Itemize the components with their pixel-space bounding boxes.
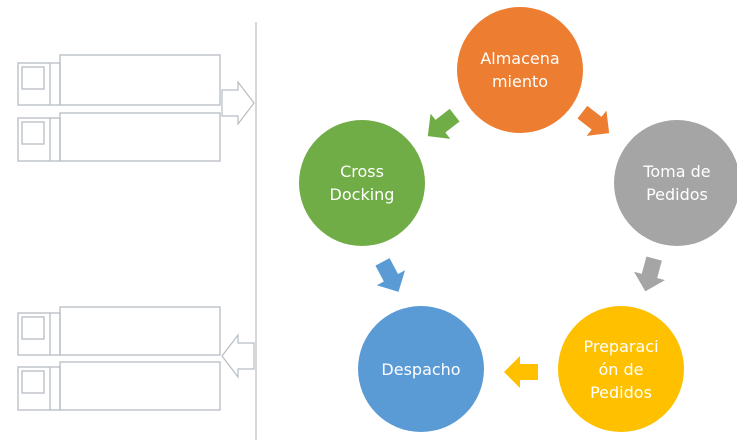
node-despacho bbox=[358, 306, 484, 432]
flow-arrow-icon bbox=[504, 356, 538, 388]
truck-icon bbox=[17, 112, 221, 162]
dock-arrow-outbound-icon bbox=[221, 333, 255, 379]
node-toma-de-pedidos bbox=[614, 120, 737, 246]
flow-arrow-icon bbox=[577, 105, 610, 136]
flow-arrow-icon bbox=[634, 256, 665, 292]
node-preparacion-de-pedidos bbox=[558, 306, 684, 432]
dock-arrow-inbound-icon bbox=[221, 80, 255, 126]
node-almacenamiento bbox=[457, 7, 583, 133]
truck-icon bbox=[17, 306, 221, 356]
flow-arrow-icon bbox=[427, 108, 460, 139]
truck-icon bbox=[17, 361, 221, 411]
truck-icon bbox=[17, 54, 221, 106]
node-cross-docking bbox=[299, 120, 425, 246]
flow-arrow-icon bbox=[375, 258, 406, 292]
